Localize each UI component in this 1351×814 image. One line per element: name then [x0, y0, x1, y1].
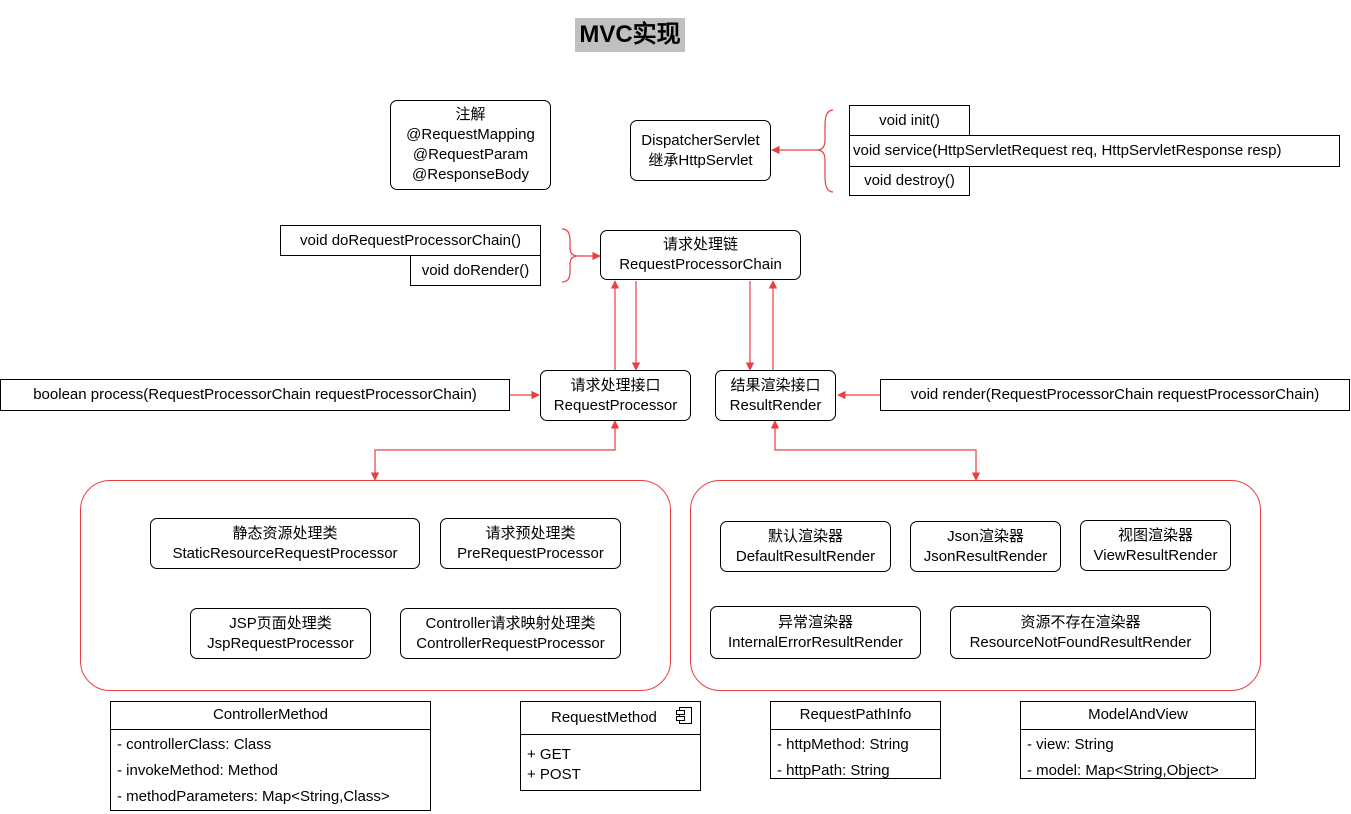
processor-pre-cn: 请求预处理类: [485, 524, 576, 542]
processor-implementations-arrow: [370, 420, 620, 481]
dispatcher-servlet-box: DispatcherServlet 继承HttpServlet: [630, 120, 771, 181]
model-and-view-class-name: ModelAndView: [1021, 702, 1255, 730]
chain-en-label: RequestProcessorChain: [619, 256, 782, 273]
controller-method-class-name: ControllerMethod: [111, 702, 430, 730]
model-and-view-class: ModelAndView - view: String - model: Map…: [1020, 701, 1256, 779]
annotation-request-mapping: @RequestMapping: [406, 126, 535, 143]
request-processor-box: 请求处理接口 RequestProcessor: [540, 370, 691, 421]
servlet-init-label: void init(): [879, 111, 940, 129]
request-method-header: RequestMethod: [521, 702, 700, 735]
model-and-view-field: - view: String: [1027, 736, 1114, 753]
result-render-box: 结果渲染接口 ResultRender: [715, 370, 836, 421]
annotations-box: 注解 @RequestMapping @RequestParam @Respon…: [390, 100, 551, 190]
render-method-box: void render(RequestProcessorChain reques…: [880, 379, 1350, 411]
request-path-info-class: RequestPathInfo - httpMethod: String - h…: [770, 701, 941, 779]
processor-jsp: JSP页面处理类 JspRequestProcessor: [190, 608, 371, 659]
processor-pre-request: 请求预处理类 PreRequestProcessor: [440, 518, 621, 569]
processor-controller-en: ControllerRequestProcessor: [416, 634, 605, 652]
request-method-value: + GET: [527, 746, 571, 763]
render-error-en: InternalErrorResultRender: [727, 633, 904, 651]
dispatcher-servlet-note: 继承HttpServlet: [648, 151, 753, 169]
request-path-info-class-name: RequestPathInfo: [771, 702, 940, 730]
component-icon: [676, 707, 692, 724]
render-json-en: JsonResultRender: [923, 547, 1048, 565]
process-method-box: boolean process(RequestProcessorChain re…: [0, 379, 510, 411]
render-en-label: ResultRender: [729, 396, 822, 414]
processor-jsp-en: JspRequestProcessor: [207, 634, 354, 652]
request-processor-chain-box: 请求处理链 RequestProcessorChain: [600, 230, 801, 280]
processor-en-label: RequestProcessor: [553, 396, 678, 414]
process-method-label: boolean process(RequestProcessorChain re…: [33, 386, 477, 403]
annotations-heading: 注解: [455, 106, 486, 123]
render-resource-not-found: 资源不存在渲染器 ResourceNotFoundResultRender: [950, 606, 1211, 659]
annotation-request-param: @RequestParam: [412, 146, 529, 163]
processor-static-en: StaticResourceRequestProcessor: [172, 544, 398, 562]
request-method-enum: RequestMethod + GET + POST: [520, 701, 701, 791]
render-implementations-group: [690, 480, 1261, 691]
chain-do-render-method: void doRender(): [410, 255, 541, 286]
render-method-label: void render(RequestProcessorChain reques…: [910, 386, 1320, 403]
request-method-name: RequestMethod: [551, 709, 657, 726]
model-and-view-field: - model: Map<String,Object>: [1027, 762, 1219, 779]
chain-methods-brace: [561, 228, 579, 283]
render-implementations-arrow: [770, 420, 981, 481]
servlet-destroy-method: void destroy(): [849, 166, 970, 196]
render-view: 视图渲染器 ViewResultRender: [1080, 520, 1231, 571]
annotation-response-body: @ResponseBody: [412, 166, 529, 183]
chain-do-render-label: void doRender(): [421, 261, 530, 279]
servlet-methods-brace: [816, 109, 834, 193]
processor-static-cn: 静态资源处理类: [232, 524, 338, 542]
render-error-cn: 异常渲染器: [777, 613, 853, 631]
render-default-en: DefaultResultRender: [735, 547, 876, 565]
render-internal-error: 异常渲染器 InternalErrorResultRender: [710, 606, 921, 659]
chain-do-chain-method: void doRequestProcessorChain(): [280, 225, 541, 256]
render-default: 默认渲染器 DefaultResultRender: [720, 521, 891, 572]
chain-cn-label: 请求处理链: [662, 236, 738, 253]
controller-method-field: - controllerClass: Class: [117, 736, 272, 753]
request-path-info-field: - httpPath: String: [777, 762, 890, 779]
render-view-en: ViewResultRender: [1093, 546, 1218, 564]
processor-pre-en: PreRequestProcessor: [457, 544, 604, 562]
servlet-destroy-label: void destroy(): [864, 172, 955, 189]
processor-controller: Controller请求映射处理类 ControllerRequestProce…: [400, 608, 621, 659]
processor-cn-label: 请求处理接口: [570, 376, 661, 394]
render-notfound-cn: 资源不存在渲染器: [1020, 613, 1141, 631]
render-cn-label: 结果渲染接口: [730, 376, 821, 394]
request-path-info-field: - httpMethod: String: [777, 736, 909, 753]
render-json-cn: Json渲染器: [947, 527, 1024, 545]
request-method-value: + POST: [527, 766, 581, 783]
processor-implementations-group: [80, 480, 671, 691]
processor-controller-cn: Controller请求映射处理类: [425, 614, 596, 632]
controller-method-field: - methodParameters: Map<String,Class>: [117, 788, 390, 805]
render-default-cn: 默认渲染器: [767, 527, 843, 545]
render-json: Json渲染器 JsonResultRender: [910, 521, 1061, 572]
processor-jsp-cn: JSP页面处理类: [229, 614, 332, 632]
servlet-service-label: void service(HttpServletRequest req, Htt…: [853, 142, 1282, 159]
controller-method-class: ControllerMethod - controllerClass: Clas…: [110, 701, 431, 811]
processor-static-resource: 静态资源处理类 StaticResourceRequestProcessor: [150, 518, 420, 569]
controller-method-field: - invokeMethod: Method: [117, 762, 278, 779]
chain-do-chain-label: void doRequestProcessorChain(): [300, 231, 521, 249]
diagram-title: MVC实现: [575, 18, 685, 52]
render-view-cn: 视图渲染器: [1117, 526, 1193, 544]
servlet-service-method: void service(HttpServletRequest req, Htt…: [849, 135, 1340, 167]
render-notfound-en: ResourceNotFoundResultRender: [969, 633, 1192, 651]
servlet-init-method: void init(): [849, 105, 970, 136]
dispatcher-servlet-name: DispatcherServlet: [641, 131, 760, 149]
